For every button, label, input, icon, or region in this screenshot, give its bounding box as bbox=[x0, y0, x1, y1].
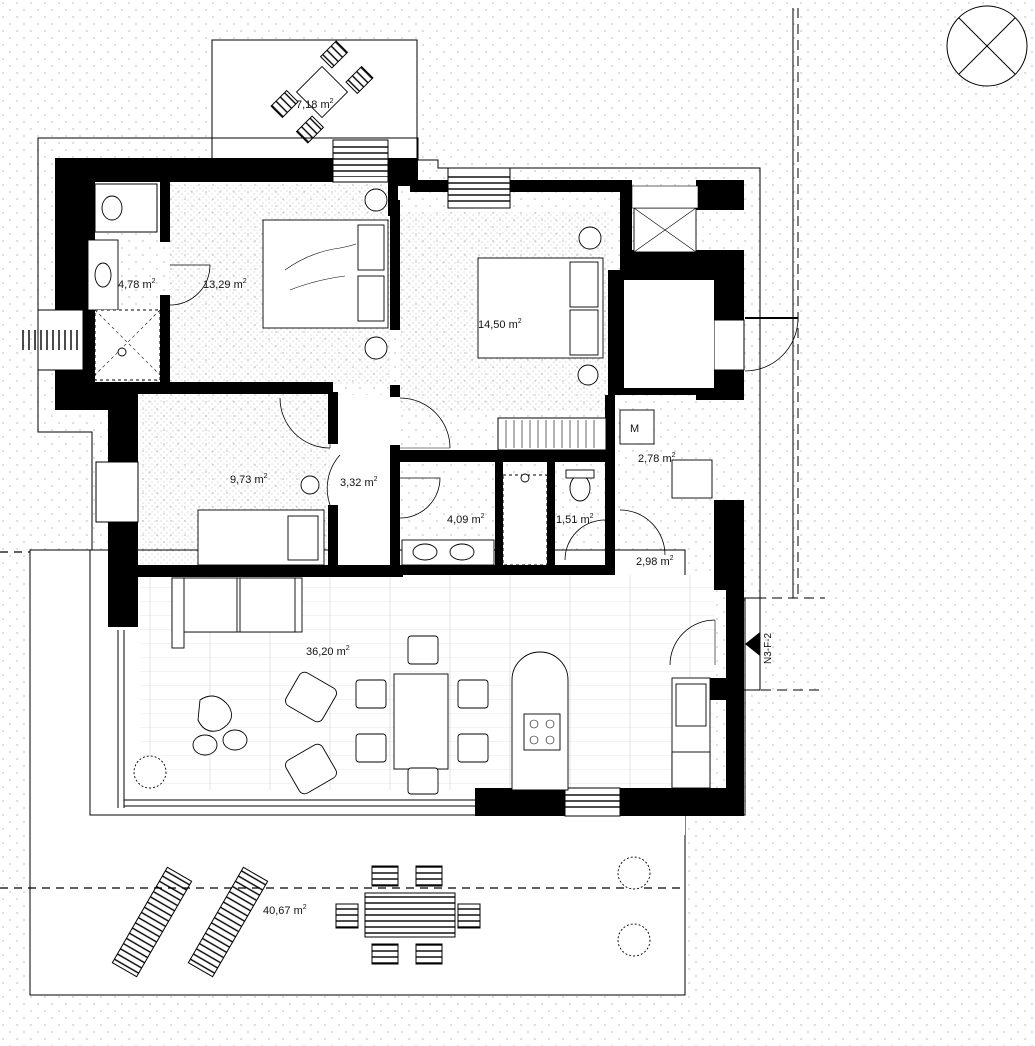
terrace-furniture bbox=[111, 856, 651, 978]
area-wc: 1,51 m2 bbox=[556, 513, 594, 526]
windows bbox=[22, 139, 745, 817]
area-entrance: 2,98 m2 bbox=[636, 555, 674, 568]
balcony-table-set bbox=[270, 40, 374, 144]
bedroom-1-furniture bbox=[262, 188, 389, 360]
area-bedroom-1: 13,29 m2 bbox=[203, 278, 247, 291]
bedroom-3-furniture bbox=[197, 475, 325, 566]
utility-fixtures bbox=[619, 409, 713, 499]
boundary-lines bbox=[740, 8, 825, 691]
section-ref: N3-F-2 bbox=[763, 632, 774, 664]
area-terrace: 40,67 m2 bbox=[263, 904, 307, 917]
area-bedroom-3: 9,73 m2 bbox=[230, 473, 268, 486]
balcony bbox=[211, 39, 418, 161]
area-living: 36,20 m2 bbox=[306, 645, 350, 658]
compass-icon bbox=[946, 5, 1028, 87]
storage-unit bbox=[624, 185, 714, 388]
area-bathroom: 4,09 m2 bbox=[447, 513, 485, 526]
area-bathroom-nw: 4,78 m2 bbox=[118, 278, 156, 291]
bedroom-2-furniture bbox=[477, 226, 607, 451]
bathroom-nw-fixtures bbox=[87, 183, 161, 381]
doors bbox=[169, 264, 799, 666]
living-furniture bbox=[133, 577, 711, 795]
bathroom-fixtures bbox=[401, 469, 595, 566]
area-hallway: 3,32 m2 bbox=[340, 476, 378, 489]
area-balcony: 7,18 m2 bbox=[296, 98, 334, 111]
room-labels: 7,18 m2 4,78 m2 13,29 m2 14,50 m2 9,73 m… bbox=[118, 98, 774, 917]
walls bbox=[55, 158, 744, 816]
area-utility: 2,78 m2 bbox=[638, 452, 676, 465]
meter-label: M bbox=[630, 423, 639, 435]
area-bedroom-2: 14,50 m2 bbox=[478, 318, 522, 331]
